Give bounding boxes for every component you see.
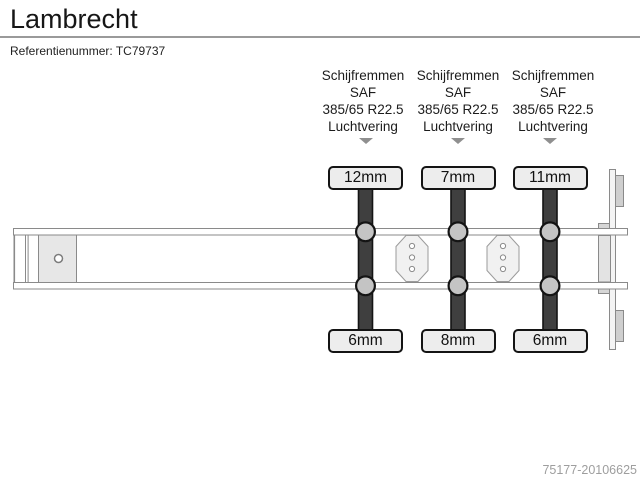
arrow-down-icon: [451, 138, 465, 144]
axle-3-spec: Schijfremmen SAF 385/65 R22.5 Luchtverin…: [498, 67, 608, 135]
hub-circle: [539, 275, 561, 297]
axle-1: [355, 187, 377, 331]
spec-line: 385/65 R22.5: [512, 102, 594, 117]
spec-line: Luchtvering: [518, 119, 588, 134]
spec-line: Luchtvering: [423, 119, 493, 134]
crossmember-plate-2: [486, 235, 520, 282]
kingpin-icon: [53, 253, 64, 264]
arrow-down-icon: [358, 138, 373, 144]
axle-3-top-tread-label: 11mm: [512, 166, 588, 190]
axle-1-top-tread-label: 12mm: [328, 166, 403, 190]
page-title: Lambrecht: [10, 4, 138, 34]
chassis-frame: [13, 228, 628, 290]
hub-circle: [447, 221, 469, 243]
crossmember-plate-1: [395, 235, 429, 282]
hub-circle: [355, 275, 377, 297]
spec-line: Luchtvering: [328, 119, 398, 134]
spec-line: Schijfremmen: [321, 68, 405, 83]
header-divider: [0, 36, 640, 38]
axle-1-bottom-tread-label: 6mm: [328, 329, 403, 353]
hub-circle: [539, 221, 561, 243]
rear-crossmember: [598, 235, 611, 283]
axle-2-top-tread-label: 7mm: [420, 166, 496, 190]
spec-line: SAF: [539, 85, 567, 100]
spec-line: SAF: [444, 85, 472, 100]
spec-line: 385/65 R22.5: [322, 102, 404, 117]
axle-3: [539, 187, 561, 331]
axle-1-spec: Schijfremmen SAF 385/65 R22.5 Luchtverin…: [308, 67, 418, 135]
spec-line: Schijfremmen: [511, 68, 595, 83]
rear-tab-top: [598, 223, 610, 229]
reference-number: Referentienummer: TC79737: [10, 44, 166, 58]
arrow-down-icon: [543, 138, 557, 144]
axle-2: [447, 187, 469, 331]
listing-code: 75177-20106625: [542, 463, 637, 477]
kingpin-plate: [38, 234, 77, 283]
rear-bumper: [609, 169, 624, 350]
spec-line: Schijfremmen: [416, 68, 500, 83]
hub-circle: [447, 275, 469, 297]
hub-circle: [355, 221, 377, 243]
axle-2-spec: Schijfremmen SAF 385/65 R22.5 Luchtverin…: [403, 67, 513, 135]
spec-line: SAF: [349, 85, 377, 100]
axle-3-bottom-tread-label: 6mm: [512, 329, 588, 353]
spec-line: 385/65 R22.5: [417, 102, 499, 117]
axle-2-bottom-tread-label: 8mm: [420, 329, 496, 353]
